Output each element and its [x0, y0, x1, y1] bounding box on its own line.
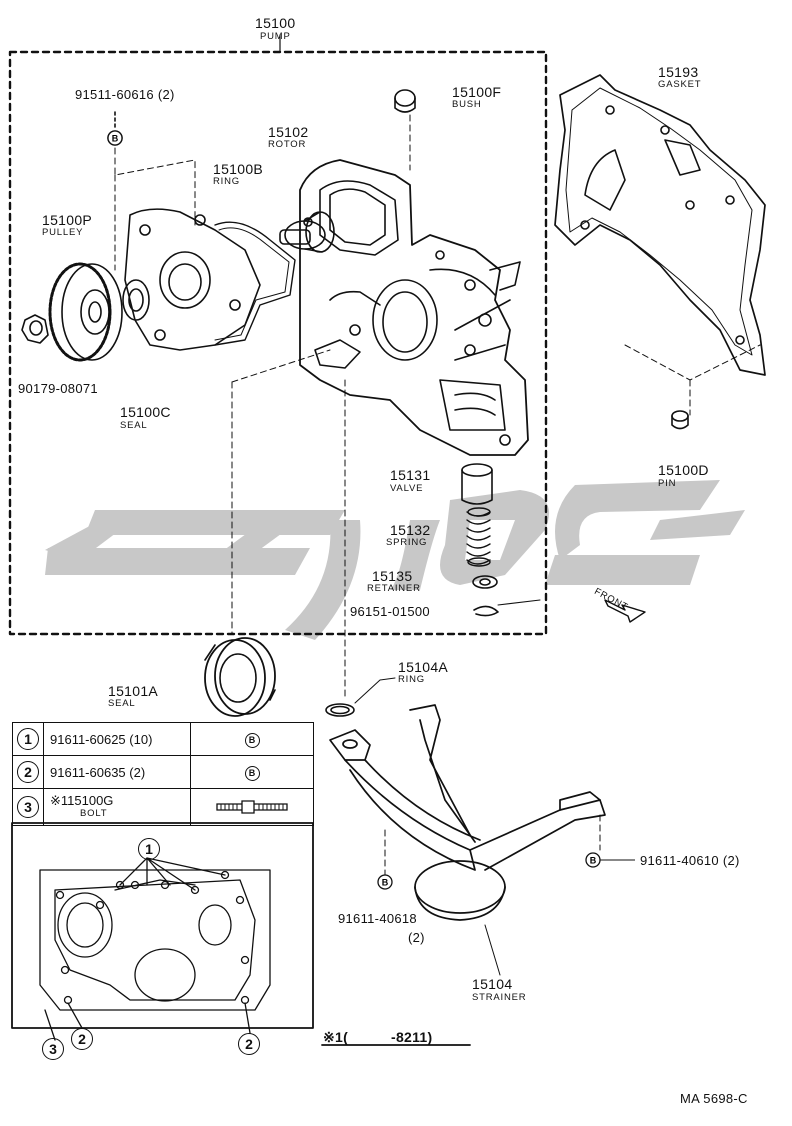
- rotor-name: ROTOR: [268, 139, 307, 150]
- pin-name: PIN: [658, 478, 677, 489]
- seal-a-name: SEAL: [108, 698, 136, 709]
- pulley-name: PULLEY: [42, 227, 84, 238]
- clip-drawing: [473, 605, 499, 617]
- strainer-name: STRAINER: [472, 992, 527, 1003]
- pump-name: PUMP: [260, 31, 291, 42]
- row-key-circle: 2: [17, 761, 39, 783]
- front-arrow: [604, 599, 646, 623]
- detail-marker-3: 3: [42, 1038, 64, 1060]
- footnote: ※1( -8211): [323, 1029, 433, 1045]
- b-mark: B: [244, 732, 260, 748]
- ring-b-number: 15100B: [213, 161, 264, 177]
- table-row: 2 91611-60635 (2) B: [12, 755, 314, 789]
- rotor-number: 15102: [268, 124, 309, 140]
- seal-c-number: 15100C: [120, 404, 171, 420]
- gasket-number: 15193: [658, 64, 699, 80]
- detail-frame: [11, 822, 314, 1029]
- valve-drawing: [461, 463, 493, 505]
- pulley-number: 15100P: [42, 212, 93, 228]
- drawing-code: MA 5698-C: [680, 1091, 748, 1106]
- svg-text:B: B: [382, 878, 389, 888]
- valve-number: 15131: [390, 467, 431, 483]
- bolt-right-number: 91611-40610 (2): [640, 853, 740, 868]
- strainer-number: 15104: [472, 976, 513, 992]
- pump-number: 15100: [255, 15, 296, 31]
- seal-c-name: SEAL: [120, 420, 148, 431]
- pump-body: [299, 159, 529, 456]
- row-part: 91611-60625 (10): [43, 722, 191, 756]
- row-part-name: BOLT: [80, 808, 108, 819]
- gasket-drawing: [554, 74, 766, 376]
- retainer-number: 15135: [372, 568, 413, 584]
- seal-c-drawing: [122, 279, 150, 321]
- strainer-drawing: [329, 704, 606, 976]
- row-part: ※115100G: [50, 793, 114, 808]
- row-key-circle: 3: [17, 796, 39, 818]
- pin-drawing: [671, 410, 689, 430]
- bolt-91511-number: 91511-60616 (2): [75, 87, 175, 102]
- detail-view: [39, 857, 271, 1041]
- row-key-circle: 1: [17, 728, 39, 750]
- ring-a-drawing: [325, 703, 355, 717]
- watermark-logo: [45, 480, 745, 640]
- pulley-drawing: [48, 262, 123, 362]
- gasket-name: GASKET: [658, 79, 702, 90]
- table-row: 3 ※115100G BOLT: [12, 788, 314, 826]
- table-row: 1 91611-60625 (10) B: [12, 722, 314, 756]
- detail-marker-2b: 2: [238, 1033, 260, 1055]
- spring-drawing: [466, 507, 491, 567]
- valve-name: VALVE: [390, 483, 424, 494]
- detail-marker-1: 1: [138, 838, 160, 860]
- bolt-left-qty: (2): [408, 930, 425, 945]
- bush-name: BUSH: [452, 99, 482, 110]
- svg-text:B: B: [112, 134, 119, 144]
- pin-number: 15100D: [658, 462, 709, 478]
- fastener-table: 1 91611-60625 (10) B 2 91611-60635 (2) B…: [12, 722, 314, 826]
- nut-number: 90179-08071: [18, 381, 98, 396]
- pump-assembly-frame: [8, 50, 548, 636]
- row-part: 91611-60635 (2): [43, 755, 191, 789]
- seal-a-number: 15101A: [108, 683, 159, 699]
- rotor-drawing: [279, 211, 335, 253]
- ring-a-number: 15104A: [398, 659, 449, 675]
- bush-number: 15100F: [452, 84, 502, 100]
- spring-number: 15132: [390, 522, 431, 538]
- bolt-left-number: 91611-40618: [338, 911, 417, 926]
- nut-drawing: [21, 314, 49, 344]
- ring-b-drawing: [214, 221, 296, 346]
- ring-b-name: RING: [213, 176, 240, 187]
- stud-bolt-icon: [216, 800, 288, 814]
- retainer-name: RETAINER: [367, 583, 421, 594]
- spring-name: SPRING: [386, 537, 428, 548]
- svg-text:B: B: [590, 856, 597, 866]
- b-mark: B: [244, 765, 260, 781]
- bush-drawing: [394, 89, 416, 107]
- seal-a-drawing: [204, 637, 276, 717]
- clip-number: 96151-01500: [350, 604, 430, 619]
- retainer-drawing: [472, 575, 498, 589]
- drive-housing: [124, 208, 261, 351]
- detail-marker-2: 2: [71, 1028, 93, 1050]
- ring-a-name: RING: [398, 674, 425, 685]
